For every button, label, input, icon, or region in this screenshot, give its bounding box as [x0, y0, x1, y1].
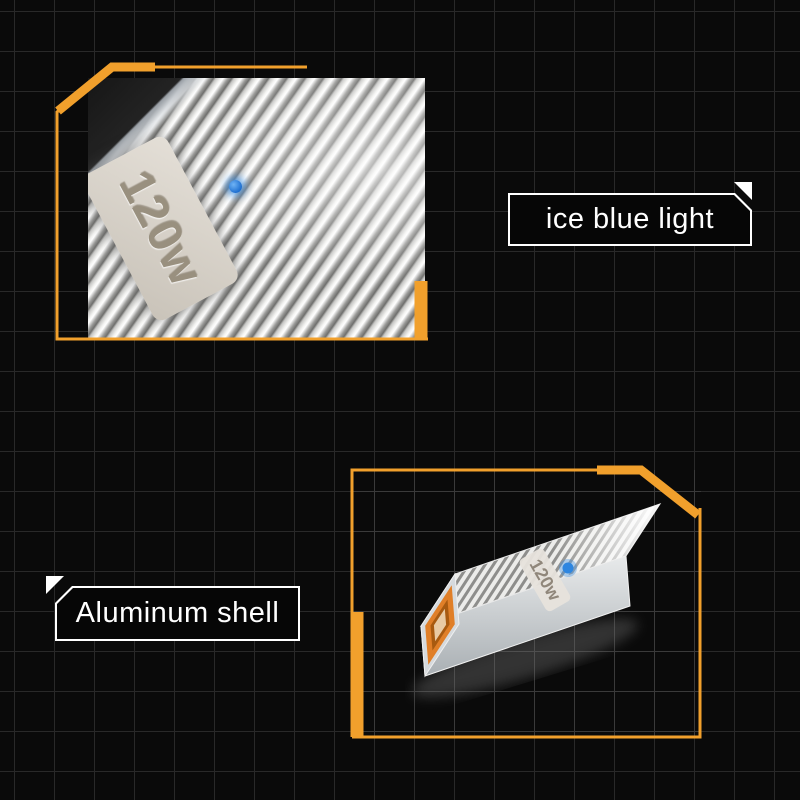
wattage-label-closeup: 120w [108, 162, 213, 295]
callout-ice-blue-light-label: ice blue light [545, 203, 715, 235]
closeup-photo: 120w [88, 78, 425, 340]
corner-triangle-icon [46, 576, 64, 594]
callout-aluminum-shell-label: Aluminum shell [75, 597, 280, 629]
corner-triangle-icon [734, 182, 752, 200]
wattage-stamp-plate: 120w [88, 133, 242, 324]
blue-led-closeup [229, 180, 242, 193]
callout-ice-blue-light: ice blue light [508, 193, 752, 246]
blue-led-product [562, 562, 574, 574]
product-photo: 120w [412, 503, 662, 698]
callout-aluminum-shell: Aluminum shell [55, 586, 300, 641]
